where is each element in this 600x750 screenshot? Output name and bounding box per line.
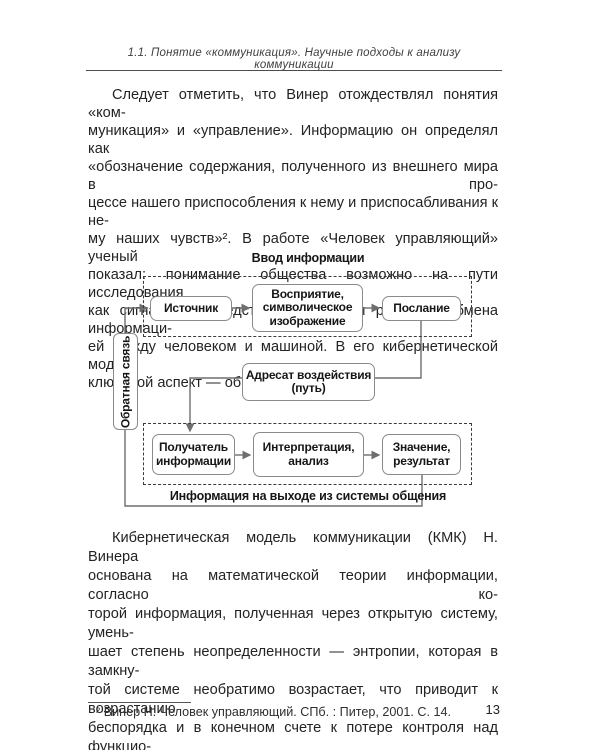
input-dashed-frame bbox=[143, 276, 472, 337]
paragraph-2: Кибернетическая модель коммуникации (КМК… bbox=[88, 529, 498, 750]
diagram-box-message: Послание bbox=[382, 296, 461, 321]
diagram-box-addressee: Адресат воздействия (путь) bbox=[242, 363, 375, 401]
page-number: 13 bbox=[485, 702, 500, 717]
text-line: основана на математической теории информ… bbox=[88, 568, 498, 603]
cybernetic-model-diagram: Ввод информации Источник Восприятие, сим… bbox=[0, 248, 600, 518]
diagram-box-perception: Восприятие, символическое изображение bbox=[252, 284, 363, 332]
diagram-box-meaning: Значение, результат bbox=[382, 434, 461, 475]
diagram-box-receiver: Получатель информации bbox=[152, 434, 235, 475]
diagram-connectors bbox=[124, 303, 423, 507]
text-line: Кибернетическая модель коммуникации (КМК… bbox=[88, 530, 498, 565]
text-line: шает степень неопределенности — энтропии… bbox=[88, 644, 498, 679]
feedback-label: Обратная связь bbox=[117, 335, 132, 428]
text-line: «обозначение содержания, полученного из … bbox=[88, 159, 498, 193]
diagram-box-interpretation: Интерпретация, анализ bbox=[253, 432, 364, 477]
text-line: торой информация, полученная через откры… bbox=[88, 606, 498, 641]
footnote-rule bbox=[88, 702, 191, 703]
paragraph-1: Следует отметить, что Винер отождествлял… bbox=[88, 86, 498, 392]
footnote: ² Винер Н. Человек управляющий. СПб. : П… bbox=[96, 705, 451, 719]
diagram-output-label: Информация на выходе из системы общения bbox=[169, 489, 447, 503]
text-line: цессе нашего приспособления к нему и при… bbox=[88, 195, 498, 229]
text-line: той системе необратимо возрастает, что п… bbox=[88, 682, 498, 717]
running-head-rule bbox=[86, 70, 502, 71]
text-line: беспорядка и в конечном счете к потере к… bbox=[88, 720, 498, 750]
output-dashed-frame bbox=[143, 423, 472, 485]
running-head: 1.1. Понятие «коммуникация». Научные под… bbox=[127, 47, 461, 71]
text-line: Следует отметить, что Винер отождествлял… bbox=[88, 87, 498, 121]
diagram-box-source: Источник bbox=[150, 296, 232, 321]
text-line: муникация» и «управление». Информацию он… bbox=[88, 123, 498, 157]
diagram-box-feedback: Обратная связь bbox=[113, 333, 138, 430]
text-line: му наших чувств»². В работе «Человек упр… bbox=[88, 231, 498, 265]
diagram-input-label: Ввод информации bbox=[251, 251, 365, 265]
